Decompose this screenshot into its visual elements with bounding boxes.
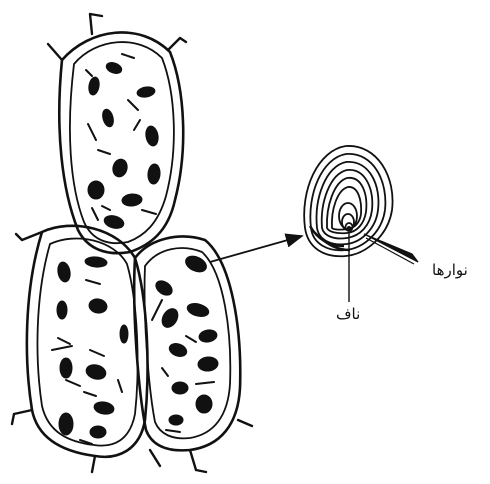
- bands-label: نوارها: [432, 261, 468, 279]
- bottom-left-cell-grains: [52, 256, 128, 444]
- hilum-label: ناف: [336, 305, 360, 323]
- top-cell-inner-wall: [70, 42, 174, 243]
- bottom-right-outer-wall: [134, 237, 240, 451]
- cell-wall-stubs: [12, 14, 252, 472]
- bottom-right-cell-grains: [152, 253, 219, 432]
- bands-pointer: [364, 234, 418, 264]
- bottom-right-cell: [134, 237, 240, 451]
- bottom-right-inner-wall: [145, 248, 231, 438]
- pointer-arrow: [210, 236, 302, 262]
- hilum-point: [347, 226, 351, 230]
- top-cell-grains: [86, 54, 161, 230]
